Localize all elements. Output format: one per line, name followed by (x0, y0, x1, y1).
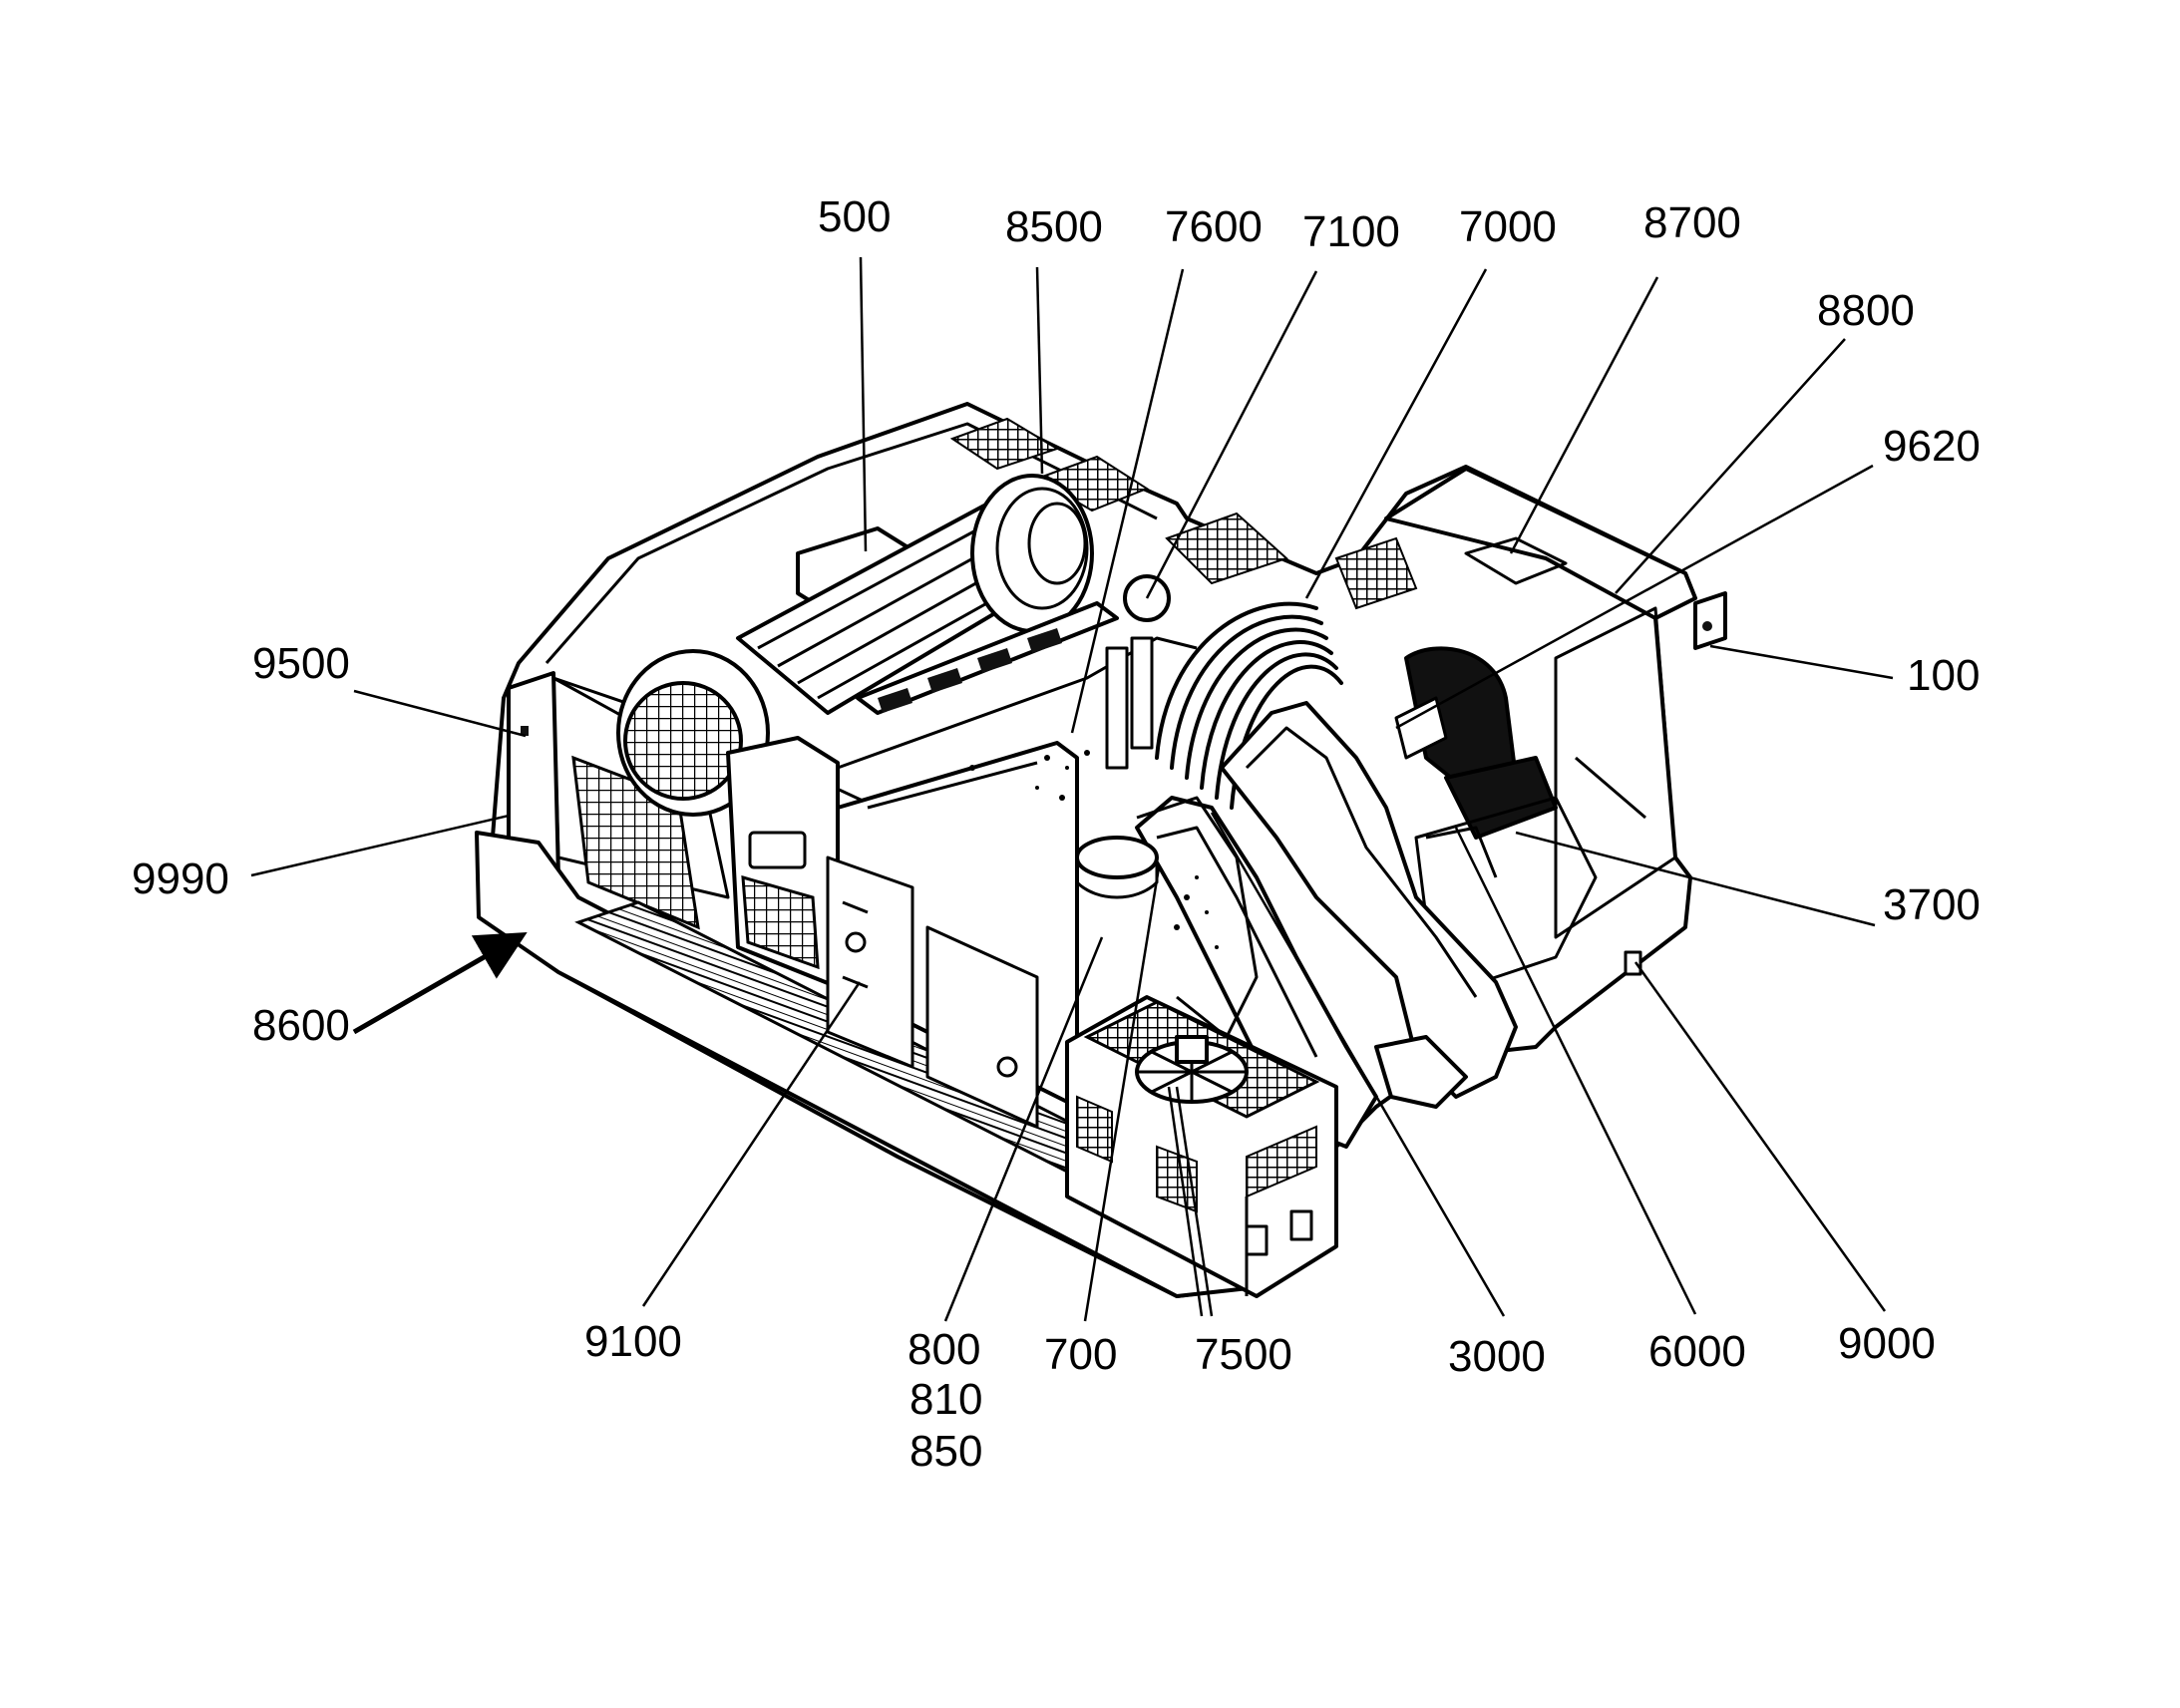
cab-8800 (1384, 467, 1727, 999)
label-7000: 7000 (1459, 202, 1557, 251)
side-panel-9100 (726, 736, 1079, 1129)
leader-8500 (1035, 266, 1044, 475)
step-9000 (1624, 950, 1642, 976)
seat-3700 (1394, 646, 1558, 840)
leader-7100 (1145, 270, 1318, 599)
label-800: 800 (908, 1325, 980, 1374)
leader-9990 (250, 814, 510, 877)
leader-3700 (1515, 831, 1876, 927)
leader-7000 (1304, 268, 1488, 599)
mirror-100 (1693, 591, 1727, 650)
label-9990: 9990 (132, 854, 229, 903)
machine-body (475, 402, 1727, 1298)
label-100: 100 (1907, 651, 1980, 700)
label-7600: 7600 (1165, 202, 1263, 251)
radiator-7500 (1065, 995, 1338, 1298)
speckle-detail (969, 750, 1219, 949)
door-left (826, 855, 914, 1069)
leader-8700 (1509, 276, 1659, 554)
label-9100: 9100 (584, 1317, 682, 1366)
label-9500: 9500 (252, 639, 350, 688)
leader-6000 (1454, 827, 1697, 1315)
leader-7600 (1070, 268, 1185, 734)
label-9000: 9000 (1838, 1319, 1936, 1368)
leader-7500a (1175, 1086, 1214, 1317)
leader-500 (859, 256, 868, 552)
label-6000: 6000 (1648, 1327, 1746, 1376)
leader-700 (1083, 866, 1161, 1322)
leader-9100 (641, 981, 862, 1307)
label-850: 850 (909, 1427, 982, 1476)
label-500: 500 (818, 192, 891, 241)
leader-3000 (1210, 812, 1506, 1317)
label-7500: 7500 (1195, 1330, 1292, 1379)
leader-8800 (1615, 338, 1846, 594)
label-7100: 7100 (1302, 207, 1400, 256)
leader-7500b (1167, 1086, 1204, 1317)
light-9500 (521, 726, 529, 736)
label-9620: 9620 (1883, 422, 1981, 471)
leader-100 (1709, 644, 1894, 680)
arrow-8600 (352, 932, 528, 1035)
label-8500: 8500 (1005, 202, 1103, 251)
label-3000: 3000 (1448, 1332, 1546, 1381)
label-700: 700 (1044, 1330, 1117, 1379)
leader-9500 (353, 689, 527, 738)
reference-labels: 500 8500 7600 7100 7000 8700 8800 9620 1… (132, 192, 1981, 1476)
hoses-7000 (1155, 601, 1343, 810)
label-8700: 8700 (1643, 198, 1741, 247)
leader-9000 (1634, 961, 1887, 1312)
label-3700: 3700 (1883, 880, 1981, 929)
leader-lines (250, 256, 1894, 1322)
leader-800 (943, 936, 1104, 1322)
label-8600: 8600 (252, 1001, 350, 1050)
label-810: 810 (909, 1375, 982, 1424)
label-8800: 8800 (1817, 286, 1915, 335)
leader-9620 (1395, 464, 1874, 730)
roof-hatch-8700 (1464, 536, 1568, 585)
fan-grille (623, 681, 743, 801)
